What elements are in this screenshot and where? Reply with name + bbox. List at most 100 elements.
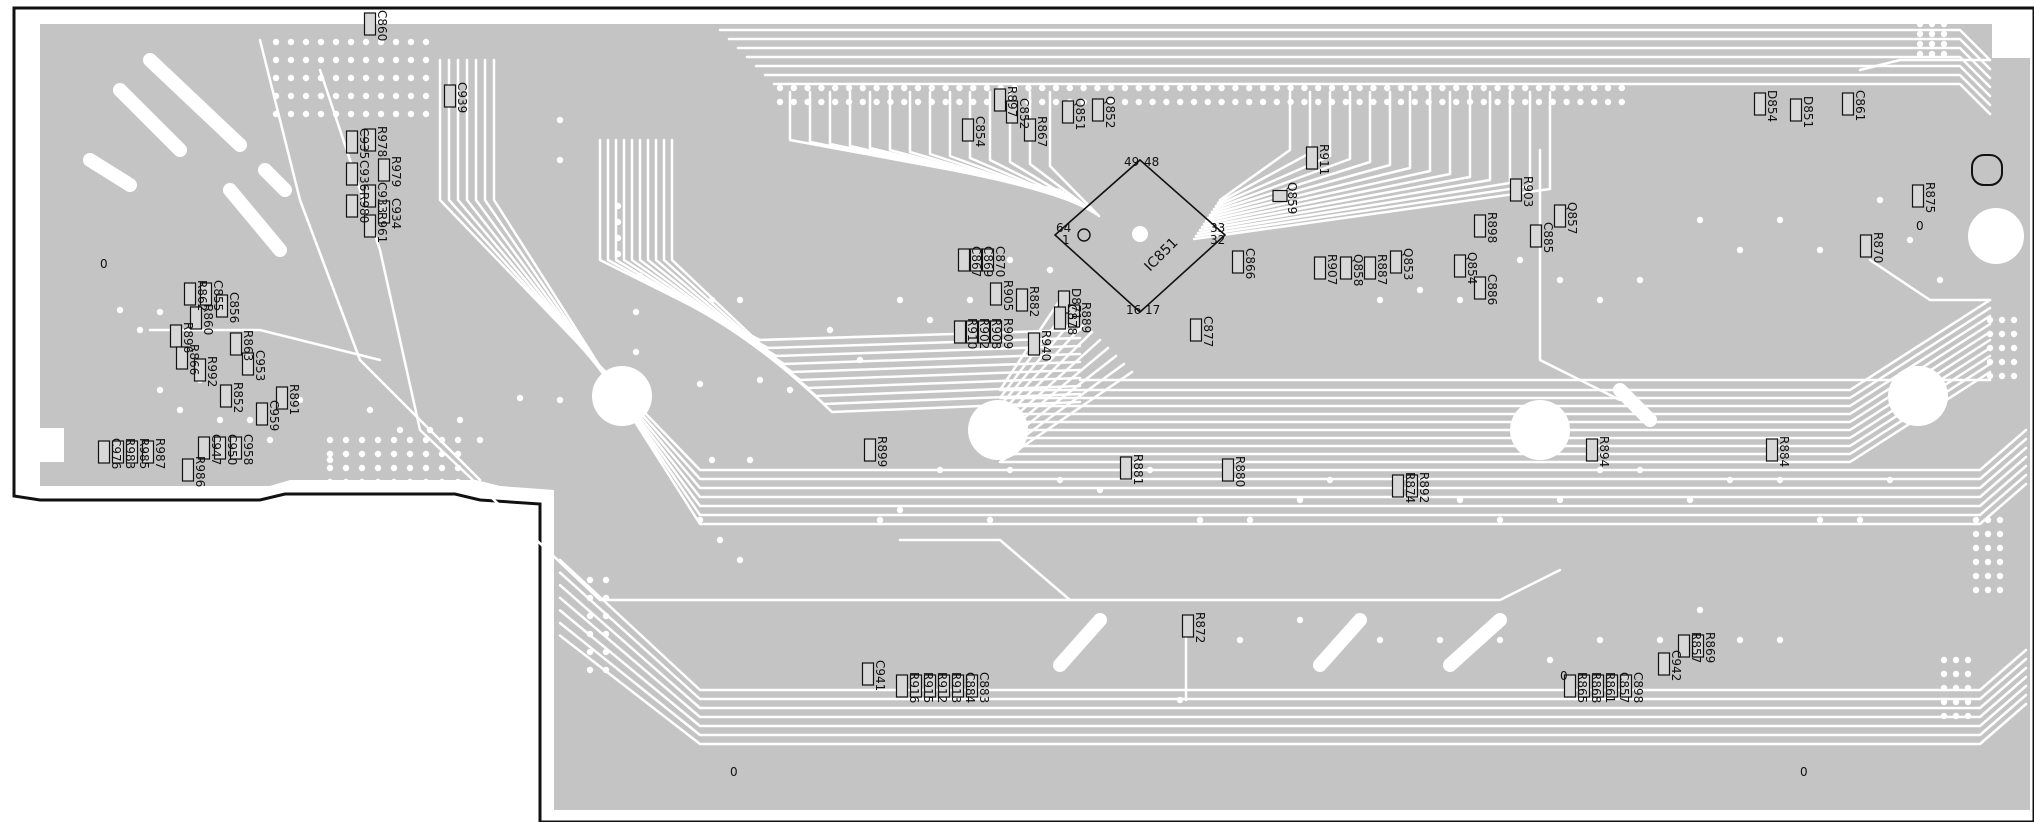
footprint-r861 — [1591, 674, 1605, 698]
via-pad — [1466, 98, 1474, 106]
trace — [258, 38, 482, 482]
trace — [1212, 90, 1352, 211]
footprint-c935 — [345, 130, 359, 154]
via-pad — [1928, 20, 1936, 28]
mounting-slots — [40, 53, 2024, 672]
footprint-c877 — [1189, 318, 1203, 342]
via-pad — [317, 92, 325, 100]
footprint-c942 — [1657, 652, 1671, 676]
label-r862: R862 — [195, 280, 209, 311]
via-pad — [1906, 236, 1914, 244]
via-pad — [1149, 84, 1156, 92]
trace — [1214, 90, 1332, 208]
via-pad — [1986, 372, 1994, 380]
mounting-hole — [968, 400, 1028, 460]
trace — [558, 596, 2028, 719]
via-pad — [2010, 316, 2018, 324]
label-c950: C950 — [225, 434, 239, 465]
via-pad — [556, 396, 564, 404]
footprint-c867 — [957, 248, 971, 272]
label-r902: R902 — [977, 318, 991, 349]
via-pad — [296, 396, 304, 404]
via-pad — [1416, 286, 1424, 294]
footprint-r868 — [1577, 674, 1591, 698]
label-r903: R903 — [1521, 176, 1535, 207]
footprint-r986 — [181, 458, 195, 482]
via-pad — [1596, 296, 1604, 304]
via-pad — [986, 516, 994, 524]
via-pad — [317, 56, 325, 64]
label-d854: D854 — [1765, 90, 1779, 122]
via-pad — [1425, 98, 1432, 106]
via-pad — [708, 296, 716, 304]
via-pad — [1397, 84, 1405, 92]
label-r985: R985 — [137, 438, 151, 469]
via-pad — [1315, 84, 1322, 92]
trace — [456, 58, 2028, 490]
footprint-d854 — [1753, 92, 1767, 116]
via-pad — [1964, 712, 1972, 720]
via-pad — [374, 464, 382, 472]
label-r881: R881 — [1131, 454, 1145, 485]
via-pad — [392, 38, 400, 46]
via-pad — [2010, 358, 2018, 366]
via-pad — [374, 436, 382, 444]
label-r860: R860 — [201, 304, 215, 335]
label-c860: C860 — [375, 10, 389, 41]
via-pad — [632, 348, 640, 356]
via-pad — [1273, 84, 1281, 92]
footprint-r978 — [363, 128, 377, 152]
via-pad — [1522, 98, 1529, 106]
via-pad — [516, 394, 524, 402]
via-pad — [358, 478, 366, 486]
via-pad — [970, 98, 977, 106]
trace — [718, 28, 1992, 62]
trace — [622, 138, 1082, 366]
via-pad — [317, 38, 325, 46]
via-pad — [1816, 516, 1824, 524]
mounting-hole — [592, 366, 652, 426]
via-pad — [392, 56, 400, 64]
via-pad — [983, 98, 991, 106]
zero-mark: 0 — [1560, 669, 1568, 683]
via-pad — [374, 478, 382, 486]
footprint-c883 — [965, 674, 979, 698]
via-pad — [614, 218, 622, 226]
zero-mark: 0 — [100, 257, 108, 271]
via-pad — [914, 98, 922, 106]
via-pad — [302, 92, 310, 100]
via-pad — [1370, 98, 1377, 106]
footprint-c860 — [363, 12, 377, 36]
trace — [558, 634, 2028, 746]
via-pad — [1972, 530, 1980, 538]
via-pad — [556, 156, 564, 164]
via-pad — [1326, 476, 1334, 484]
via-pad — [1964, 684, 1972, 692]
footprint-q858 — [1339, 256, 1353, 280]
footprint-r857 — [1677, 634, 1691, 658]
via-pad — [1376, 296, 1384, 304]
via-pad — [1886, 476, 1894, 484]
label-r905: R905 — [1001, 280, 1015, 311]
label-r908: R908 — [989, 318, 1003, 349]
via-pad — [1986, 344, 1994, 352]
via-pad — [1696, 216, 1704, 224]
footprint-c878 — [1053, 306, 1067, 330]
trace — [662, 138, 1082, 406]
via-pad — [390, 464, 398, 472]
via-pad — [586, 576, 594, 584]
via-pad — [362, 92, 370, 100]
via-pad — [914, 84, 922, 92]
copper-traces — [148, 28, 2028, 746]
trace — [483, 58, 2028, 517]
trace — [1198, 90, 1492, 232]
via-pad — [901, 98, 908, 106]
via-pad — [1546, 656, 1554, 664]
via-pad — [407, 110, 415, 118]
via-pad — [1039, 84, 1046, 92]
via-pad — [1494, 98, 1501, 106]
via-pad — [407, 92, 415, 100]
label-r863: R863 — [241, 330, 255, 361]
via-pad — [2010, 330, 2018, 338]
